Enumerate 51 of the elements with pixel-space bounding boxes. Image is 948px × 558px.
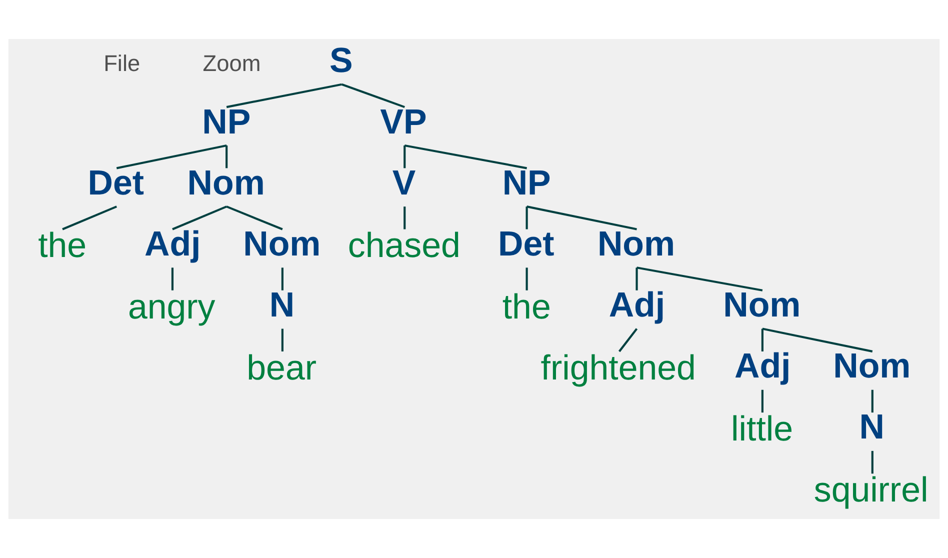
- node-text: bear: [246, 348, 316, 388]
- connector: [226, 206, 283, 230]
- connector: [404, 206, 406, 230]
- node-text: Adj: [608, 286, 666, 325]
- connector: [526, 206, 637, 230]
- connector: [62, 206, 118, 230]
- connector: [226, 83, 342, 108]
- node-text: angry: [128, 287, 216, 326]
- node-text: chased: [348, 226, 460, 266]
- node-text: Det: [88, 163, 144, 202]
- connector: [404, 145, 406, 168]
- node-text: Nom: [243, 224, 321, 264]
- node-text: frightened: [540, 348, 696, 388]
- connector: [761, 390, 764, 413]
- label: File: [104, 50, 140, 76]
- connector: [171, 268, 174, 290]
- connector: [526, 206, 528, 230]
- connector: [341, 83, 405, 108]
- connector: [281, 328, 284, 352]
- node-text: NP: [202, 102, 251, 142]
- node-text: Nom: [187, 163, 265, 202]
- node-text: NP: [502, 163, 551, 202]
- node-text: the: [38, 226, 87, 266]
- node-text: little: [731, 409, 794, 448]
- connector: [526, 268, 528, 290]
- connector: [404, 144, 527, 170]
- connector: [871, 450, 874, 474]
- node-text: N: [269, 286, 295, 325]
- connector: [172, 206, 227, 230]
- node-text: N: [859, 408, 885, 447]
- node-text: Adj: [734, 346, 791, 386]
- connector: [116, 144, 227, 170]
- node-text: S: [330, 41, 353, 80]
- connector: [226, 145, 228, 168]
- node-text: V: [392, 163, 416, 202]
- connector: [761, 328, 764, 352]
- node-text: Nom: [597, 224, 676, 264]
- node-text: squirrel: [814, 470, 928, 510]
- node-text: Nom: [833, 346, 911, 386]
- node-text: Adj: [144, 224, 201, 264]
- connector: [281, 268, 284, 290]
- connector: [618, 328, 638, 352]
- connector: [636, 268, 638, 290]
- connector: [636, 266, 763, 292]
- node-text: Nom: [723, 286, 801, 325]
- node-text: the: [502, 287, 551, 326]
- connector: [762, 328, 873, 352]
- connector: [871, 390, 874, 413]
- label: Zoom: [202, 50, 261, 76]
- node-text: Det: [498, 224, 554, 264]
- node-text: VP: [380, 102, 427, 142]
